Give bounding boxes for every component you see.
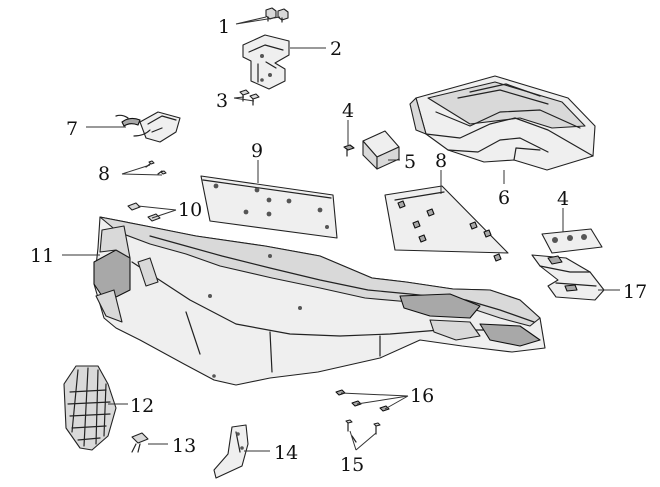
part-6-storage-tray — [409, 75, 596, 171]
leader-lines — [62, 16, 620, 452]
callout-16: 16 — [410, 385, 434, 407]
callout-10: 10 — [178, 199, 202, 221]
callout-2: 2 — [330, 38, 342, 60]
part-12-mesh-grille — [63, 365, 117, 451]
callout-3: 3 — [216, 90, 228, 112]
part-14-bracket — [213, 424, 249, 479]
callout-15: 15 — [340, 454, 364, 476]
callout-12: 12 — [130, 395, 154, 417]
callout-8-right: 8 — [435, 150, 447, 172]
part-5-wedge — [362, 130, 400, 170]
callout-6: 6 — [498, 187, 510, 209]
part-8-pins-left — [145, 160, 167, 175]
callout-5: 5 — [404, 151, 416, 173]
callout-14: 14 — [274, 442, 298, 464]
callout-17: 17 — [623, 281, 647, 303]
part-2-bracket — [242, 34, 290, 90]
part-4-fastener-panel — [541, 228, 603, 254]
part-11-floor-panel — [93, 216, 546, 386]
part-7-connector — [115, 111, 181, 143]
callout-11: 11 — [30, 245, 54, 267]
callout-13: 13 — [172, 435, 196, 457]
part-8-panel — [384, 185, 509, 262]
part-17-bracket — [531, 254, 605, 301]
callout-8-left: 8 — [98, 163, 110, 185]
callout-labels: 1 2 3 4 4 5 6 7 8 8 9 10 11 12 13 14 15 … — [30, 16, 647, 476]
callout-4-right: 4 — [557, 188, 569, 210]
part-3-screws — [239, 89, 260, 106]
part-15-fasteners — [345, 419, 381, 443]
part-16-fasteners — [335, 389, 390, 412]
part-13-clip — [131, 432, 149, 453]
callout-4-top: 4 — [342, 100, 354, 122]
part-9-panel — [200, 175, 338, 239]
part-4-screw-top — [343, 144, 355, 157]
callout-1: 1 — [218, 16, 230, 38]
callout-7: 7 — [66, 118, 78, 140]
callout-9: 9 — [251, 140, 263, 162]
part-10-clips — [127, 202, 161, 222]
part-1-clips — [265, 7, 289, 23]
